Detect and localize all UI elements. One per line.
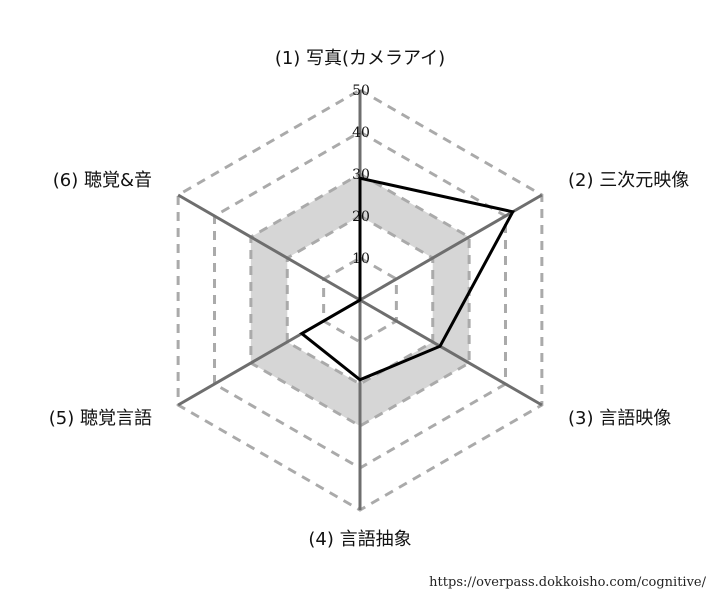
axis-label-verbal-abstract: (4) 言語抽象: [308, 529, 411, 550]
axis-spoke-3: [359, 298, 543, 407]
axis-label-auditory-sound: (6) 聴覚&音: [53, 170, 152, 191]
tick-labels: 10 20 30 40 50: [352, 83, 370, 267]
axis-label-verbal-image: (3) 言語映像: [568, 408, 671, 429]
tick-label-10: 10: [352, 251, 370, 267]
tick-label-50: 50: [352, 83, 370, 99]
series-layer: [299, 176, 516, 382]
axis-labels: (1) 写真(カメラアイ) (2) 三次元映像 (3) 言語映像 (4) 言語抽…: [49, 48, 689, 550]
axis-label-photo: (1) 写真(カメラアイ): [275, 48, 445, 69]
axis-label-auditory-verbal: (5) 聴覚言語: [49, 408, 152, 429]
highlight-band: [250, 174, 470, 426]
tick-label-30: 30: [352, 167, 370, 183]
axis-spoke-6: [177, 193, 361, 302]
axis-label-3d-image: (2) 三次元映像: [568, 170, 689, 191]
source-url: https://overpass.dokkoisho.com/cognitive…: [429, 575, 706, 590]
tick-label-20: 20: [352, 209, 370, 225]
tick-label-40: 40: [352, 125, 370, 141]
series-polygon-1: [299, 176, 516, 382]
